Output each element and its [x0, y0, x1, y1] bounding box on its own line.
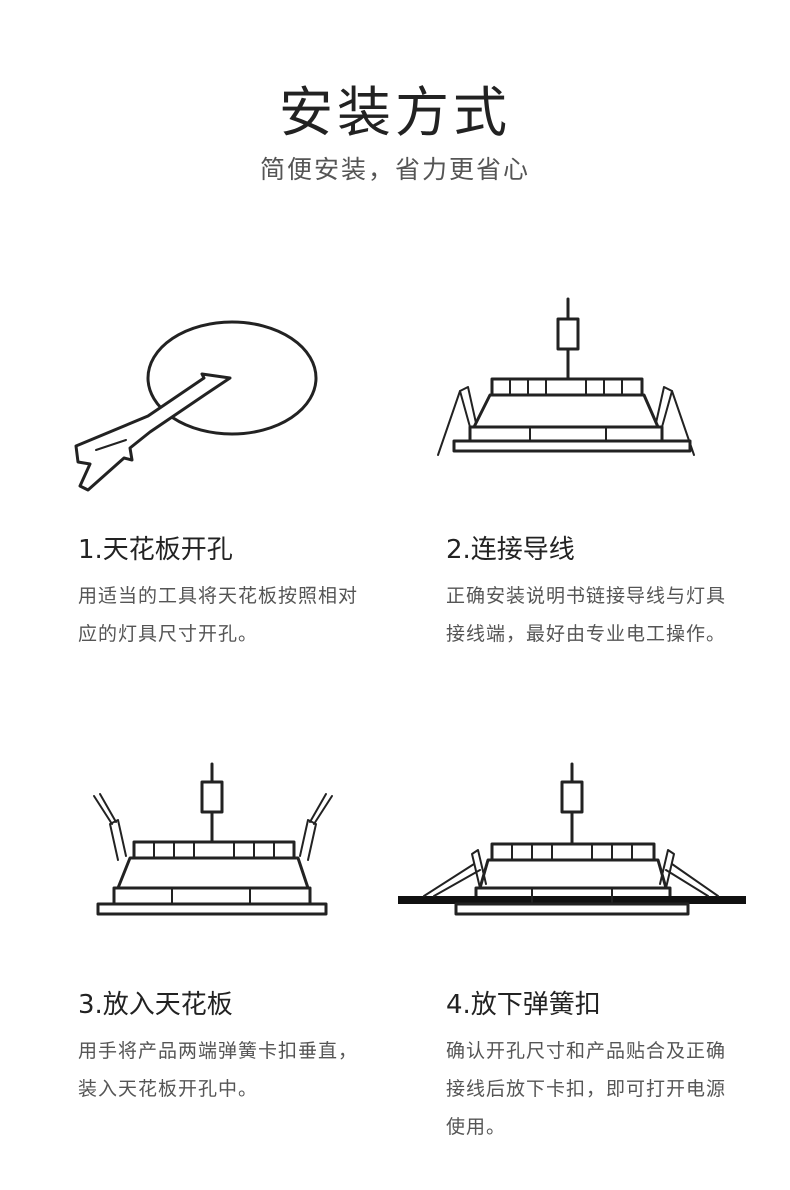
step-2: 2.连接导线 正确安装说明书链接导线与灯具接线端，最好由专业电工操作。 [446, 535, 766, 653]
step-description: 用手将产品两端弹簧卡扣垂直，装入天花板开孔中。 [78, 1040, 359, 1100]
step-title: 1.天花板开孔 [78, 535, 233, 565]
step-title: 4.放下弹簧扣 [446, 990, 601, 1020]
light-installed-ceiling-icon [398, 762, 746, 916]
step-description: 确认开孔尺寸和产品贴合及正确接线后放下卡扣，即可打开电源使用。 [446, 1040, 727, 1138]
step-description: 用适当的工具将天花板按照相对应的灯具尺寸开孔。 [78, 585, 359, 645]
step-title: 2.连接导线 [446, 535, 575, 565]
step-description: 正确安装说明书链接导线与灯具接线端，最好由专业电工操作。 [446, 585, 727, 645]
step-title: 3.放入天花板 [78, 990, 233, 1020]
light-wiring-icon [437, 297, 695, 456]
page-subtitle: 简便安装，省力更省心 [259, 155, 530, 184]
step-1: 1.天花板开孔 用适当的工具将天花板按照相对应的灯具尺寸开孔。 [78, 535, 398, 653]
saw-cutting-ceiling-icon [74, 320, 318, 492]
page-title: 安装方式 [279, 81, 511, 144]
step-4: 4.放下弹簧扣 确认开孔尺寸和产品贴合及正确接线后放下卡扣，即可打开电源使用。 [446, 990, 766, 1146]
light-insert-springs-up-icon [93, 762, 333, 916]
step-3: 3.放入天花板 用手将产品两端弹簧卡扣垂直，装入天花板开孔中。 [78, 990, 398, 1108]
